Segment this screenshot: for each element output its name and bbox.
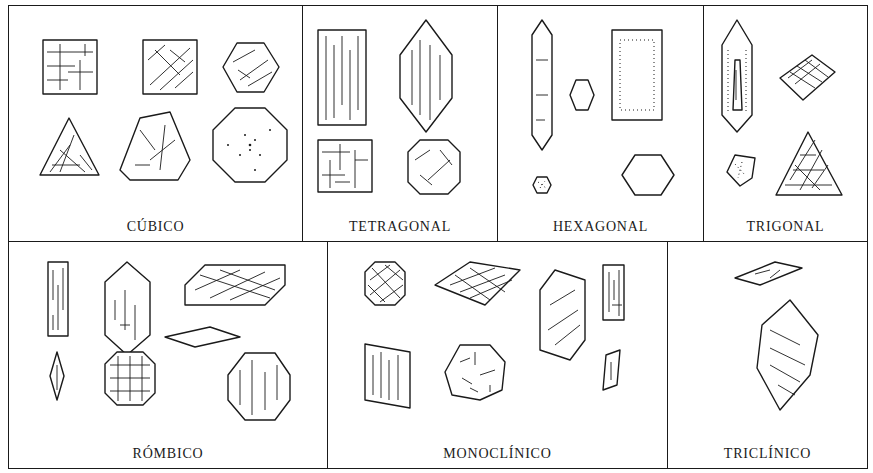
system-label: RÓMBICO (130, 446, 207, 462)
crystal-system-panel: CÚBICO (8, 5, 303, 242)
system-label: TRICLÍNICO (721, 446, 814, 462)
crystal-system-panel: MONOCLÍNICO (327, 241, 668, 469)
system-label: CÚBICO (124, 219, 188, 235)
system-label: TRIGONAL (744, 219, 828, 235)
system-label: MONOCLÍNICO (440, 446, 554, 462)
crystal-system-panel: HEXAGONAL (497, 5, 704, 242)
system-label: HEXAGONAL (550, 219, 651, 235)
crystal-system-panel: TETRAGONAL (302, 5, 498, 242)
crystal-system-panel: RÓMBICO (8, 241, 328, 469)
crystal-system-panel: TRICLÍNICO (667, 241, 868, 469)
system-label: TETRAGONAL (346, 219, 454, 235)
crystal-system-panel: TRIGONAL (703, 5, 868, 242)
